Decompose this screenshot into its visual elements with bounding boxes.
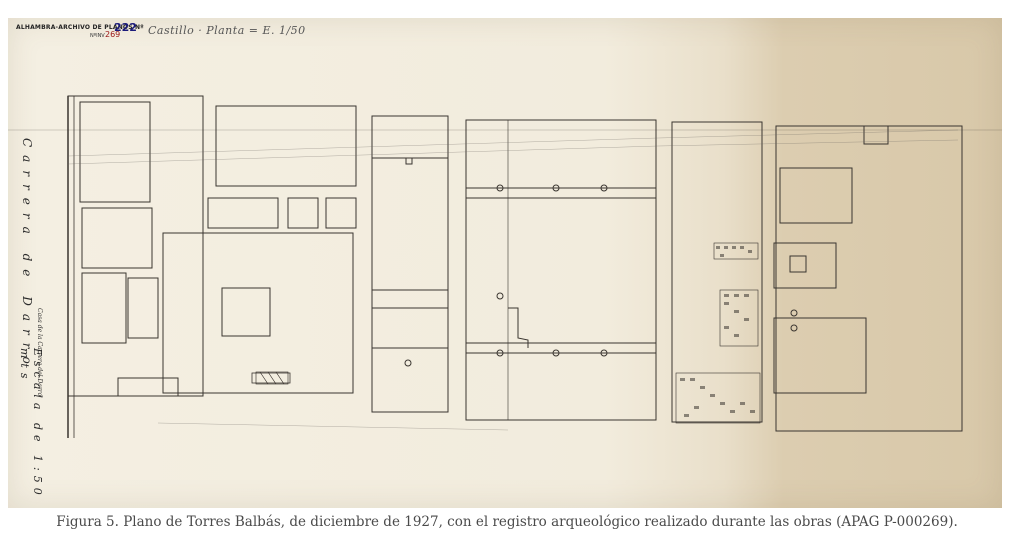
inventory-number: 269 <box>105 30 121 39</box>
figure-caption: Figura 5. Plano de Torres Balbás, de dic… <box>56 514 958 530</box>
inventory-label: NºINV <box>90 33 105 39</box>
floor-plan-drawing <box>8 95 1002 438</box>
margin-note: Casa de la Carrera del Darro <box>36 308 43 397</box>
handwritten-title: Castillo · Planta = E. 1/50 <box>148 24 306 37</box>
architectural-plan-image: ALHAMBRA-ARCHIVO DE PLANOS Nº 222 NºINV … <box>8 18 1002 508</box>
scale-label: Escala de 1:50 mts <box>18 348 44 500</box>
street-label: Carrera de Darro <box>20 138 34 372</box>
archive-stamp: ALHAMBRA-ARCHIVO DE PLANOS Nº <box>16 24 144 31</box>
plan-number: 222 <box>114 21 137 34</box>
